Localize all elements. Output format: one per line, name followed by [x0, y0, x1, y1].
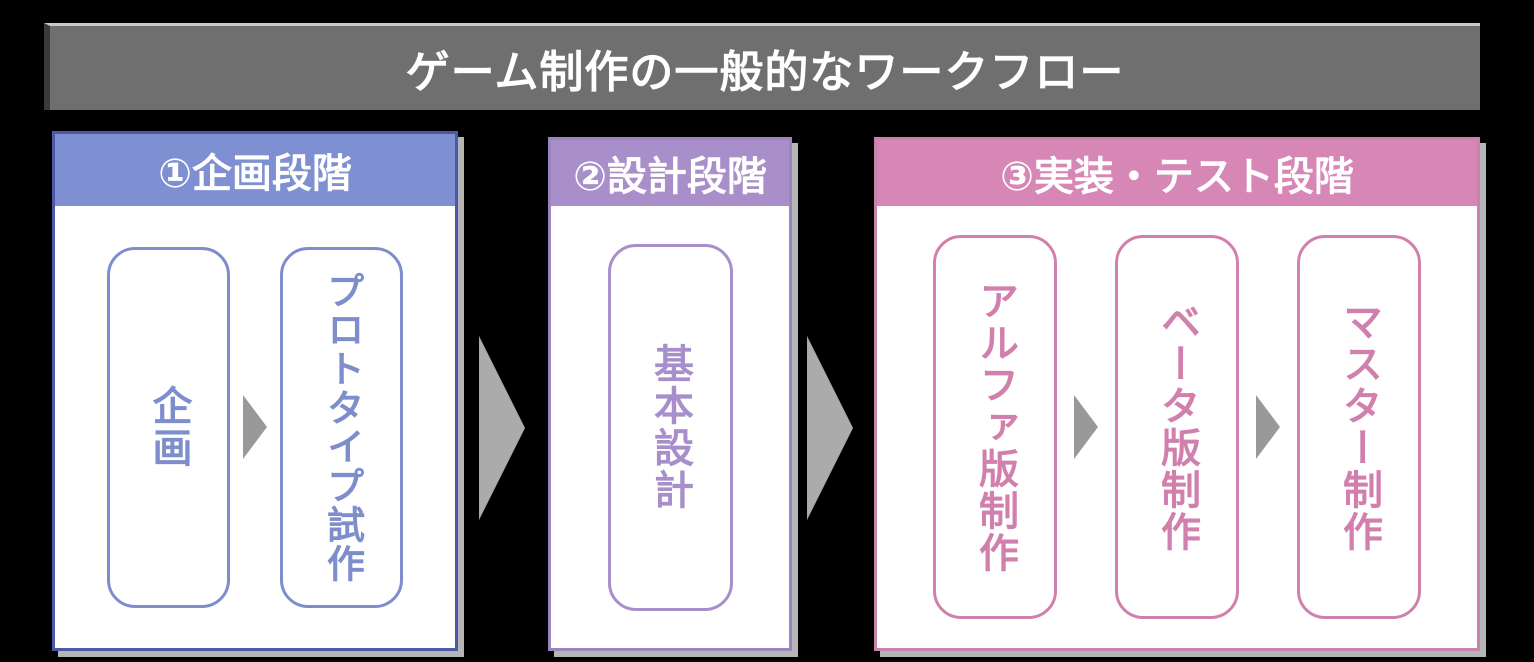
- step-box-planning: 企画: [107, 246, 230, 608]
- panel-design-header: ②設計段階: [551, 140, 789, 206]
- panel-implementation-body: アルファ版制作 ベータ版制作 マスター制作: [877, 206, 1477, 648]
- panel-design-body: 基本設計: [551, 206, 789, 648]
- step-label-prototype: プロトタイプ試作: [320, 271, 363, 583]
- right-arrow-icon: [243, 395, 267, 459]
- panel-design-stage: ②設計段階 基本設計: [548, 137, 792, 651]
- step-box-master: マスター制作: [1297, 235, 1421, 619]
- right-arrow-icon: [1256, 395, 1280, 459]
- stage-transition-arrow-2-icon: [807, 336, 853, 520]
- step-box-beta: ベータ版制作: [1115, 235, 1239, 619]
- step-box-alpha: アルファ版制作: [933, 235, 1057, 619]
- panel-planning-body: 企画 プロトタイプ試作: [55, 206, 455, 648]
- step-label-basic-design: 基本設計: [648, 343, 692, 511]
- right-arrow-icon: [1074, 395, 1098, 459]
- title-bar: ゲーム制作の一般的なワークフロー: [44, 23, 1480, 110]
- step-box-prototype: プロトタイプ試作: [280, 246, 403, 608]
- panel-implementation-header: ③実装・テスト段階: [877, 140, 1477, 206]
- step-label-alpha: アルファ版制作: [973, 280, 1017, 574]
- panel-planning-stage: ①企画段階 企画 プロトタイプ試作: [52, 131, 458, 651]
- step-label-planning: 企画: [146, 385, 191, 469]
- diagram-title: ゲーム制作の一般的なワークフロー: [405, 48, 1125, 97]
- step-box-basic-design: 基本設計: [607, 243, 733, 611]
- panel-planning-header: ①企画段階: [55, 134, 455, 206]
- panel-implementation-test-stage: ③実装・テスト段階 アルファ版制作 ベータ版制作 マスター制作: [874, 137, 1480, 651]
- stage-transition-arrow-1-icon: [479, 336, 525, 520]
- step-label-beta: ベータ版制作: [1155, 301, 1199, 553]
- step-label-master: マスター制作: [1337, 301, 1381, 553]
